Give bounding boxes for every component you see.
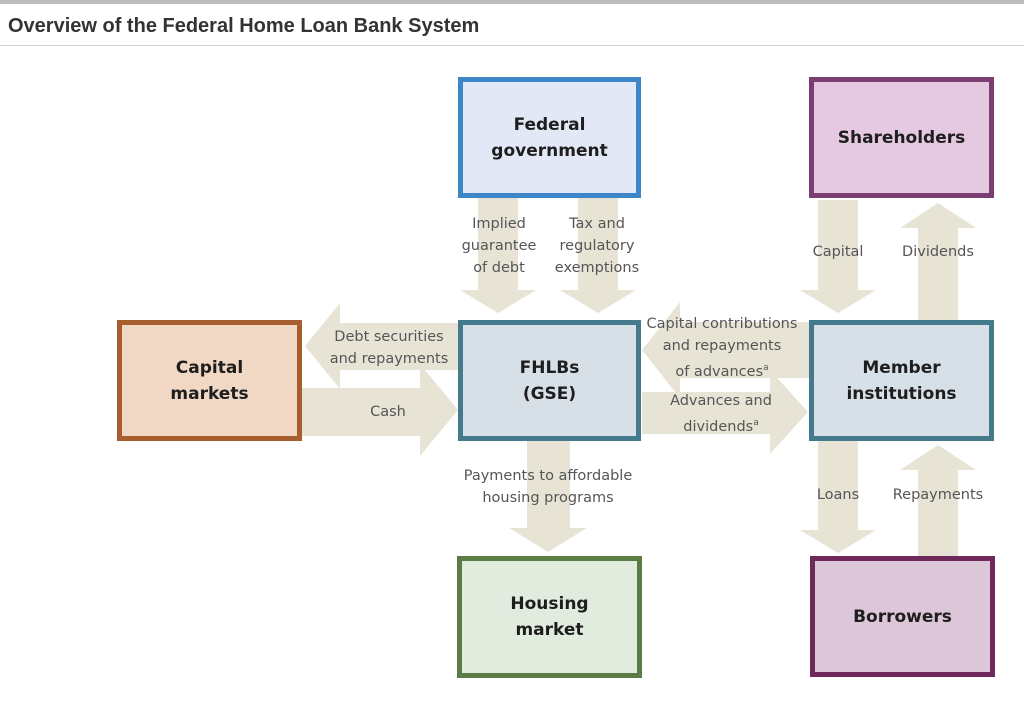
arrow-implied-guarantee — [460, 196, 536, 313]
edge-label-affordable-housing: Payments to affordable housing programs — [463, 468, 633, 506]
edge-label-advances-dividends: Advances and dividendsa — [670, 393, 772, 435]
arrow-capital-contributions — [642, 302, 810, 398]
edge-label-capital: Capital — [812, 244, 864, 260]
edge-label-capital-contributions: Capital contributions and repayments of … — [646, 316, 798, 380]
node-label: market — [515, 620, 584, 640]
node-label: Borrowers — [853, 606, 952, 627]
edge-label-repayments: Repayments — [892, 487, 984, 503]
arrow-debt-securities — [305, 303, 458, 389]
node-member-institutions: Member institutions — [809, 320, 994, 441]
arrow-dividends — [900, 203, 976, 320]
page-title: Overview of the Federal Home Loan Bank S… — [8, 15, 480, 37]
edge-label-loans: Loans — [816, 487, 860, 503]
node-fhlbs: FHLBs (GSE) — [458, 320, 641, 441]
node-label: institutions — [846, 383, 957, 404]
node-label: (GSE) — [522, 383, 577, 404]
node-housing-market: Housing market — [457, 556, 642, 678]
footnote-marker: a — [753, 418, 759, 428]
title-divider — [0, 45, 1024, 46]
edge-label-cash: Cash — [370, 404, 406, 420]
node-label: Federal — [513, 114, 586, 135]
edge-label-dividends: Dividends — [902, 244, 974, 260]
arrow-affordable-housing — [509, 440, 587, 552]
edge-label-implied-guarantee: Implied guarantee of debt — [461, 216, 537, 276]
node-label: FHLBs — [519, 357, 580, 378]
node-label: Shareholders — [837, 127, 966, 148]
node-label: Capital — [175, 357, 244, 378]
arrow-capital — [800, 200, 876, 313]
node-label: government — [491, 140, 608, 161]
footnote-marker: a — [763, 363, 769, 373]
arrow-cash — [300, 364, 458, 456]
node-federal-government: Federal government — [458, 77, 641, 198]
arrow-tax-exemptions — [560, 196, 636, 313]
node-label: Member — [862, 357, 941, 378]
edge-label-debt-securities: Debt securities and repayments — [329, 329, 449, 367]
node-shareholders: Shareholders — [809, 77, 994, 198]
node-label: Housing — [510, 594, 589, 614]
arrow-loans — [800, 440, 876, 553]
node-capital-markets: Capital markets — [117, 320, 302, 441]
node-borrowers: Borrowers — [810, 556, 995, 677]
arrow-repayments — [900, 445, 976, 556]
edge-label-tax-exemptions: Tax and regulatory exemptions — [554, 216, 640, 276]
top-rule — [0, 0, 1024, 4]
arrow-advances-dividends — [642, 370, 808, 454]
node-label: markets — [170, 383, 249, 404]
